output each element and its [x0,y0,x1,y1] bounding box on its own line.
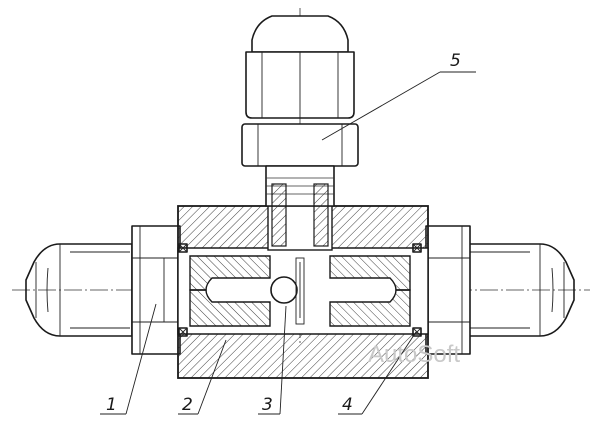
callout-4: 4 [342,395,353,415]
callout-2: 2 [182,395,193,415]
left-nipple [25,225,181,355]
top-fitting [241,15,359,247]
o-rings [178,243,422,337]
right-nipple [425,225,575,355]
callout-1: 1 [106,395,117,415]
callout-5: 5 [450,51,461,71]
watermark: AutoSoft [368,341,460,368]
leader-lines [100,71,476,415]
callout-3: 3 [262,395,273,415]
check-ball [270,276,298,304]
inner-insert [189,255,411,327]
